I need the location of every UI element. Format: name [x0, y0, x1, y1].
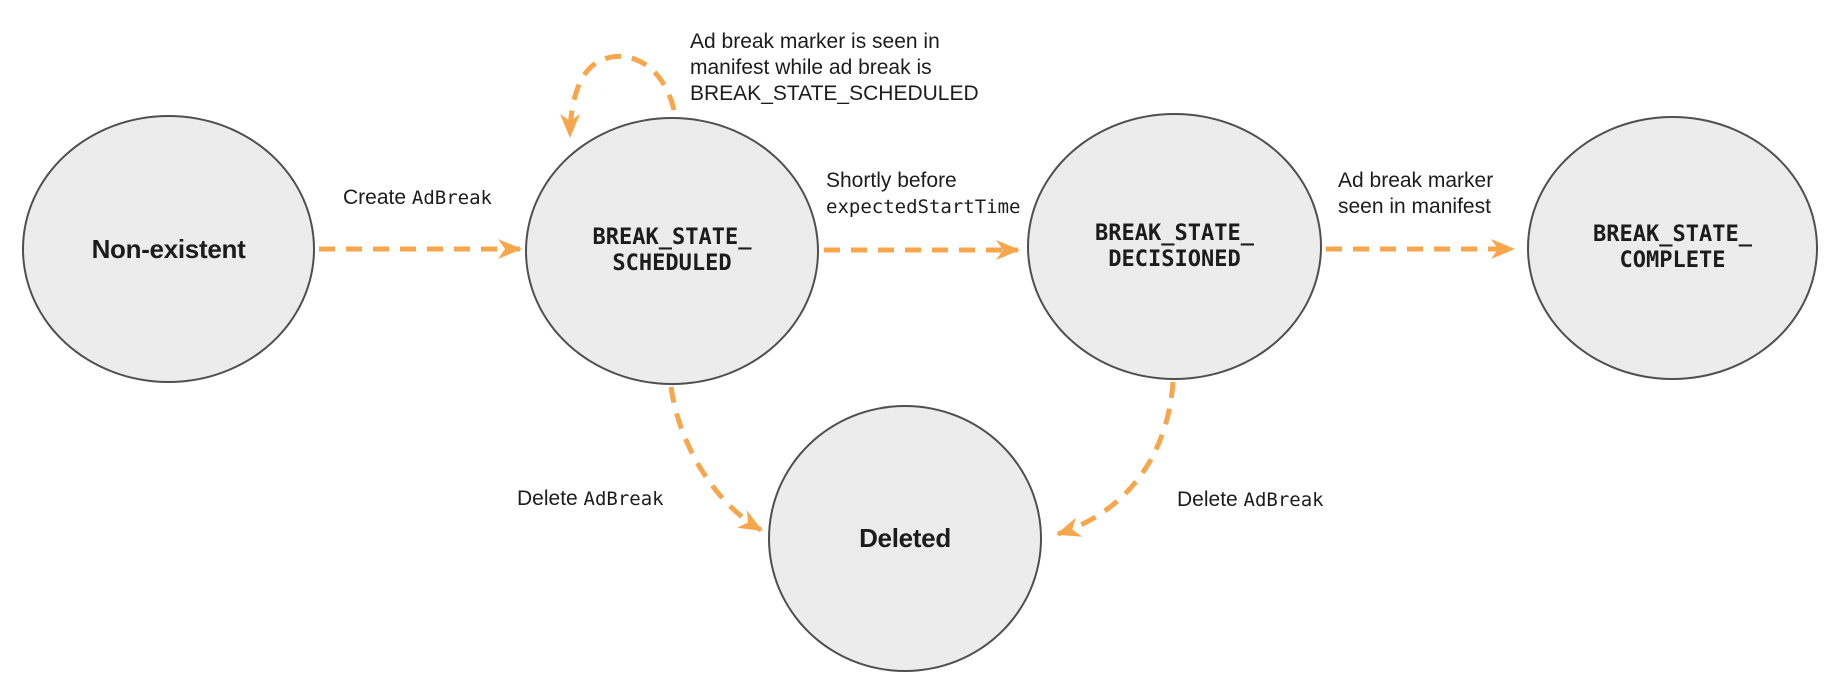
state-decisioned-label: BREAK_STATE_ DECISIONED: [1095, 221, 1254, 273]
label-marker-seen: Ad break marker seen in manifest: [1338, 168, 1493, 220]
state-deleted-label: Deleted: [859, 523, 951, 553]
state-break-state-scheduled: BREAK_STATE_ SCHEDULED: [525, 117, 819, 385]
state-complete-label-line1: BREAK_STATE_: [1593, 222, 1752, 247]
label-shortly-before-code: expectedStartTime: [826, 196, 1021, 218]
arrow-scheduled-to-deleted: [668, 386, 763, 533]
label-self-loop-line3: BREAK_STATE_SCHEDULED: [690, 82, 979, 105]
label-self-loop: Ad break marker is seen in manifest whil…: [690, 29, 979, 107]
label-marker-seen-line2: seen in manifest: [1338, 195, 1491, 218]
label-delete-adbreak-left: Delete AdBreak: [517, 486, 664, 512]
label-create-adbreak-code: AdBreak: [411, 187, 492, 209]
label-self-loop-line1: Ad break marker is seen in: [690, 30, 940, 53]
state-non-existent-label: Non-existent: [91, 233, 246, 264]
arrow-decisioned-to-deleted: [1056, 381, 1176, 537]
label-marker-seen-line1: Ad break marker: [1338, 169, 1494, 192]
label-delete-left-code: AdBreak: [583, 488, 664, 510]
label-create-adbreak: Create AdBreak: [343, 185, 492, 211]
label-shortly-before-plain: Shortly before: [826, 169, 957, 192]
state-break-state-decisioned: BREAK_STATE_ DECISIONED: [1027, 113, 1322, 380]
state-decisioned-label-line1: BREAK_STATE_: [1095, 220, 1254, 246]
state-complete-label: BREAK_STATE_ COMPLETE: [1593, 222, 1752, 274]
label-shortly-before: Shortly before expectedStartTime: [826, 168, 1020, 220]
label-self-loop-line2: manifest while ad break is: [690, 56, 932, 79]
label-delete-left-plain: Delete: [517, 487, 584, 510]
state-scheduled-label-line2: SCHEDULED: [612, 251, 732, 276]
label-delete-right-plain: Delete: [1177, 488, 1244, 511]
state-scheduled-label-line1: BREAK_STATE_: [592, 225, 752, 250]
label-create-adbreak-plain: Create: [343, 186, 412, 209]
state-deleted: Deleted: [768, 405, 1042, 672]
state-break-state-complete: BREAK_STATE_ COMPLETE: [1527, 116, 1818, 380]
state-scheduled-label: BREAK_STATE_ SCHEDULED: [593, 225, 752, 277]
state-non-existent: Non-existent: [22, 115, 315, 383]
label-delete-right-code: AdBreak: [1243, 489, 1324, 511]
state-complete-label-line2: COMPLETE: [1619, 248, 1726, 273]
state-decisioned-label-line2: DECISIONED: [1108, 246, 1241, 272]
label-delete-adbreak-right: Delete AdBreak: [1177, 487, 1324, 513]
arrow-self-loop-scheduled: [560, 53, 677, 138]
